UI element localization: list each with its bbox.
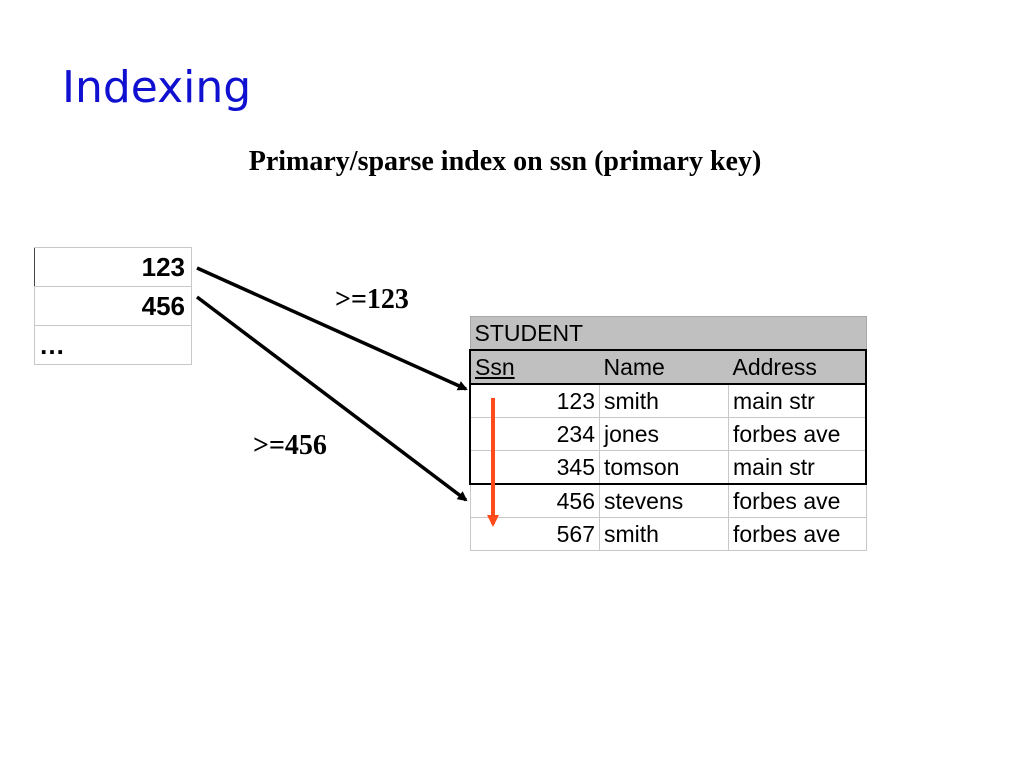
pointer-arrow-456 bbox=[195, 295, 468, 502]
pointer-label-456: >=456 bbox=[253, 430, 327, 461]
student-header-row: Ssn Name Address bbox=[469, 349, 867, 385]
address-cell: main str bbox=[728, 450, 867, 485]
ssn-key-label: Ssn bbox=[475, 353, 515, 380]
ssn-cell: 345 bbox=[469, 450, 600, 485]
index-table: 123 456 … bbox=[34, 247, 192, 365]
address-cell: main str bbox=[728, 383, 867, 418]
index-row: 123 bbox=[34, 247, 192, 287]
name-cell: stevens bbox=[599, 483, 729, 518]
name-cell: tomson bbox=[599, 450, 729, 485]
name-cell: smith bbox=[599, 383, 729, 418]
slide-subtitle: Primary/sparse index on ssn (primary key… bbox=[248, 146, 762, 177]
pointer-arrow-123 bbox=[196, 266, 468, 391]
table-row: 234 jones forbes ave bbox=[469, 417, 867, 451]
pointer-label-123: >=123 bbox=[335, 284, 409, 315]
index-entry: 456 bbox=[34, 286, 192, 326]
table-row: 345 tomson main str bbox=[469, 450, 867, 485]
ssn-cell: 234 bbox=[469, 417, 600, 451]
address-cell: forbes ave bbox=[728, 483, 867, 518]
address-cell: forbes ave bbox=[728, 417, 867, 451]
slide-title: Indexing bbox=[62, 62, 252, 113]
name-cell: smith bbox=[599, 517, 729, 551]
index-row: 456 bbox=[34, 286, 192, 326]
address-cell: forbes ave bbox=[728, 517, 867, 551]
index-entry: 123 bbox=[34, 247, 192, 287]
ssn-cell: 567 bbox=[469, 517, 600, 551]
table-row: 567 smith forbes ave bbox=[469, 517, 867, 551]
column-header-ssn: Ssn bbox=[469, 349, 600, 385]
index-row: … bbox=[34, 325, 192, 365]
name-cell: jones bbox=[599, 417, 729, 451]
table-row: 123 smith main str bbox=[469, 383, 867, 418]
column-header-name: Name bbox=[599, 349, 729, 385]
column-header-address: Address bbox=[728, 349, 867, 385]
index-entry: … bbox=[34, 325, 192, 365]
